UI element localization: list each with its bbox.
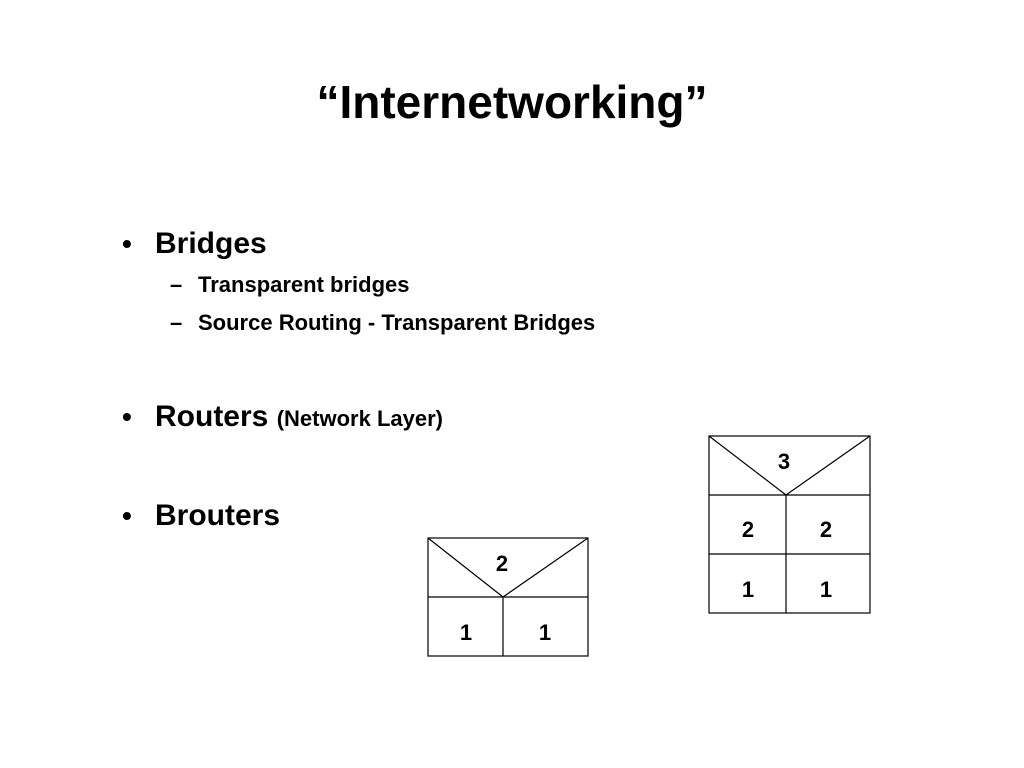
layer-label-left: 1 [742,577,754,602]
layer-label-top: 3 [778,449,790,474]
layer-label-right: 1 [820,577,832,602]
bullet-glyph: • [122,228,132,259]
dash-glyph: – [170,272,183,297]
v-divider-right [785,435,871,496]
bullet-label: Brouters [155,499,281,532]
bullet-label: Bridges [155,227,267,260]
bullet-label-group: Routers (Network Layer) [155,397,443,439]
slide-title: “Internetworking” [316,76,708,128]
layer-label-left: 2 [742,517,754,542]
bullet-glyph: • [122,500,132,531]
sub-item-label: Source Routing - Transparent Bridges [198,310,596,335]
layer-label-right: 2 [820,517,832,542]
v-divider-left [708,435,787,496]
sub-item-label: Transparent bridges [198,272,410,297]
v-divider-left [427,537,504,598]
layer-label-left: 1 [460,620,472,645]
bullet-glyph: • [122,401,132,432]
v-divider-right [502,537,589,598]
bullet-note: (Network Layer) [276,406,443,431]
layer-label-top: 2 [496,551,508,576]
layer-stack-large: 3 2 2 1 1 [708,435,871,614]
stack-frame [708,435,871,614]
dash-glyph: – [170,310,183,335]
layer-stack-small: 2 1 1 [427,537,589,657]
bullet-label: Routers [155,400,269,433]
layer-label-right: 1 [539,620,551,645]
